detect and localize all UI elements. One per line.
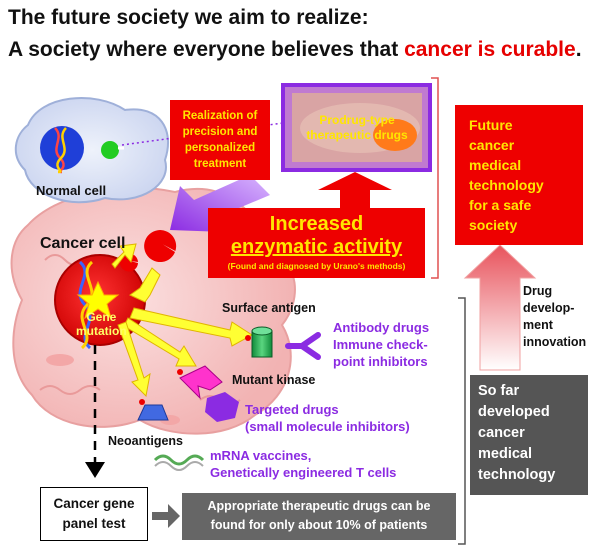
future-technology-box: Future cancer medical technology for a s… xyxy=(455,105,583,245)
prodrug-line-1: Prodrug-type xyxy=(319,113,395,127)
enzymatic-line-2: enzymatic activity xyxy=(230,236,403,258)
purple-arrow xyxy=(170,175,270,232)
so-far-line-1: So far xyxy=(478,383,520,399)
antibody-icon xyxy=(285,332,321,360)
gene-mutation-label: Gene mutation xyxy=(76,310,127,338)
panel-down-arrow-icon xyxy=(85,462,105,478)
future-line-5: for a safe xyxy=(469,197,532,213)
targeted-line-2: (small molecule inhibitors) xyxy=(245,419,410,434)
title-line-2: A society where everyone believes that c… xyxy=(8,38,582,62)
precision-line-2: precision and xyxy=(182,126,258,138)
normal-cell-body xyxy=(14,97,170,204)
title-accent-text: cancer is curable xyxy=(404,38,576,61)
panel-test-box: Cancer gene panel test xyxy=(40,487,148,541)
future-line-2: cancer xyxy=(469,137,515,153)
targeted-line-1: Targeted drugs xyxy=(245,402,339,417)
so-far-technology-box: So far developed cancer medical technolo… xyxy=(470,375,588,495)
panel-test-line-1: Cancer gene xyxy=(53,496,135,511)
drug-dev-line-3: ment xyxy=(523,318,553,332)
mrna-line-2: Genetically engineered T cells xyxy=(210,465,397,480)
drug-dev-line-4: innovation xyxy=(523,335,587,349)
future-line-4: technology xyxy=(469,177,544,193)
title-line-1: The future society we aim to realize: xyxy=(8,6,369,29)
prodrug-line-2: therapeutic drugs xyxy=(306,128,408,142)
surface-antigen-label: Surface antigen xyxy=(222,301,316,315)
mutant-kinase-icon xyxy=(179,365,223,400)
antibody-line-2: Immune check- xyxy=(333,337,428,352)
cancer-cell-label: Cancer cell xyxy=(40,235,126,252)
panel-right-arrow-icon xyxy=(152,504,180,528)
targeted-drugs-label: Targeted drugs (small molecule inhibitor… xyxy=(245,401,410,435)
prodrug-label: Prodrug-type therapeutic drugs xyxy=(296,113,418,143)
drug-development-arrow xyxy=(463,244,537,371)
future-line-1: Future xyxy=(469,117,513,133)
precision-line-1: Realization of xyxy=(182,110,258,122)
enzymatic-note: (Found and diagnosed by Urano's methods) xyxy=(227,261,406,271)
appropriate-line-1: Appropriate therapeutic drugs can be xyxy=(207,499,431,513)
drug-dev-line-2: develop- xyxy=(523,301,575,315)
enzyme-pacman-icon-2 xyxy=(120,253,138,272)
normal-nucleus xyxy=(40,126,84,170)
appropriate-drugs-box: Appropriate therapeutic drugs can be fou… xyxy=(182,493,456,540)
panel-test-line-2: panel test xyxy=(62,516,126,531)
so-far-line-4: medical xyxy=(478,446,532,462)
precision-line-4: treatment xyxy=(193,158,247,170)
antibody-line-1: Antibody drugs xyxy=(333,320,430,335)
mrna-label: mRNA vaccines, Genetically engineered T … xyxy=(210,447,396,481)
normal-enzyme-icon xyxy=(101,141,119,159)
appropriate-line-2: found for only about 10% of patients xyxy=(210,518,428,532)
mutation-star-icon xyxy=(76,280,120,320)
neoantigens-label: Neoantigens xyxy=(108,434,184,448)
future-line-3: medical xyxy=(469,157,522,173)
so-far-line-3: cancer xyxy=(478,425,525,441)
neoantigen-icon xyxy=(137,404,169,421)
so-far-line-2: developed xyxy=(478,404,550,420)
title-line-2-prefix: A society where everyone believes that xyxy=(8,38,405,61)
precision-treatment-box: Realization of precision and personalize… xyxy=(170,100,270,180)
mrna-icon xyxy=(153,454,205,466)
precision-line-3: personalized xyxy=(184,142,256,154)
enzyme-pacman-icon xyxy=(144,230,177,263)
future-line-6: society xyxy=(469,217,518,233)
gene-mutation-line-2: mutation xyxy=(76,324,127,338)
drug-development-label: Drug develop- ment innovation xyxy=(523,283,586,351)
enzymatic-line-1: Increased xyxy=(269,213,364,235)
antibody-line-3: point inhibitors xyxy=(333,354,428,369)
red-up-arrow xyxy=(318,172,392,208)
mrna-line-1: mRNA vaccines, xyxy=(210,448,312,463)
gene-mutation-line-1: Gene xyxy=(86,310,117,324)
mutant-kinase-label: Mutant kinase xyxy=(232,373,316,387)
drug-dev-line-1: Drug xyxy=(523,284,553,298)
antibody-drugs-label: Antibody drugs Immune check- point inhib… xyxy=(333,319,429,370)
targeted-drug-icon xyxy=(205,392,239,422)
so-far-line-5: technology xyxy=(478,467,556,483)
title-line-2-suffix: . xyxy=(575,38,582,61)
enzymatic-activity-box: Increased enzymatic activity (Found and … xyxy=(208,208,425,278)
normal-cell-label: Normal cell xyxy=(36,183,107,198)
